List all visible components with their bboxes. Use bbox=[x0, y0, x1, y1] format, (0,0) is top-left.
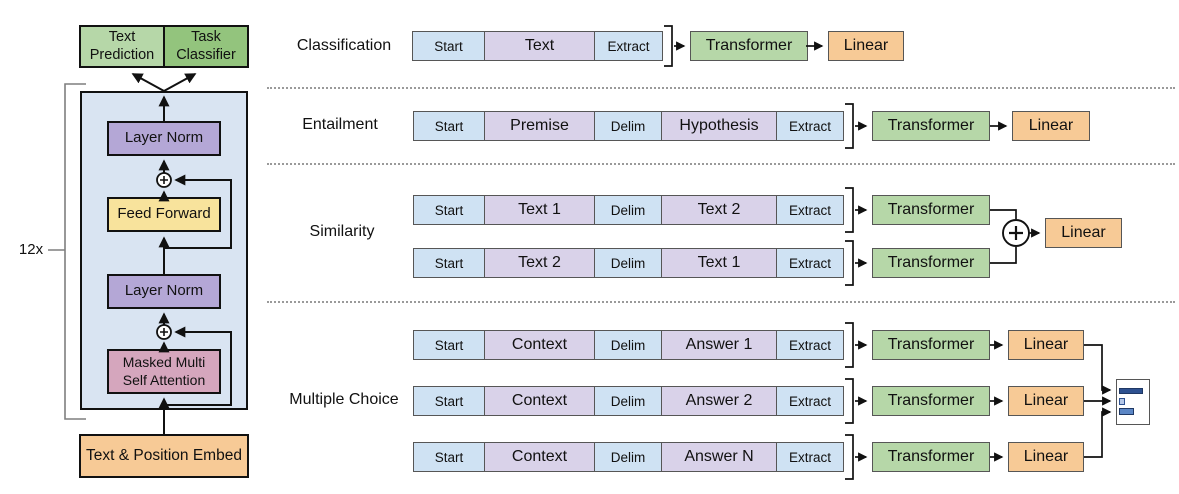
token-cell-start: Start bbox=[414, 387, 484, 415]
repeat-12x-label: 12x bbox=[18, 241, 44, 258]
layer-norm-top-box: Layer Norm bbox=[107, 121, 221, 156]
token-cell-extract: Extract bbox=[776, 112, 843, 140]
token-cell-answerN: Answer N bbox=[661, 443, 776, 471]
probability-output-box bbox=[1116, 379, 1150, 425]
token-cell-start: Start bbox=[414, 249, 484, 277]
token-cell-context: Context bbox=[484, 331, 594, 359]
dotted-divider bbox=[267, 163, 1175, 165]
sum-plus-icon bbox=[1002, 219, 1030, 247]
transformer-box-similarity-1: Transformer bbox=[872, 195, 990, 225]
input-bracket bbox=[845, 240, 854, 286]
token-cell-context: Context bbox=[484, 443, 594, 471]
token-cell-delim: Delim bbox=[594, 387, 661, 415]
token-bar-similarity-2: Start Text 2 Delim Text 1 Extract bbox=[413, 248, 844, 278]
token-cell-start: Start bbox=[414, 443, 484, 471]
text-position-embed-box: Text & Position Embed bbox=[79, 434, 249, 478]
transformer-box-multiple-choice-3: Transformer bbox=[872, 442, 990, 472]
token-cell-extract: Extract bbox=[776, 387, 843, 415]
token-bar-classification: Start Text Extract bbox=[412, 31, 663, 61]
token-cell-start: Start bbox=[414, 112, 484, 140]
transformer-box-multiple-choice-2: Transformer bbox=[872, 386, 990, 416]
transformer-box-classification: Transformer bbox=[690, 31, 808, 61]
token-bar-multiple-choice-1: Start Context Delim Answer 1 Extract bbox=[413, 330, 844, 360]
token-cell-delim: Delim bbox=[594, 249, 661, 277]
input-bracket bbox=[845, 434, 854, 480]
dotted-divider bbox=[267, 87, 1175, 89]
transformer-box-entailment: Transformer bbox=[872, 111, 990, 141]
dotted-divider bbox=[267, 301, 1175, 303]
task-label-entailment: Entailment bbox=[302, 116, 378, 133]
linear-box-multiple-choice-3: Linear bbox=[1008, 442, 1084, 472]
probability-bar-2 bbox=[1119, 398, 1125, 405]
token-cell-start: Start bbox=[414, 196, 484, 224]
token-bar-entailment: Start Premise Delim Hypothesis Extract bbox=[413, 111, 844, 141]
linear-box-similarity: Linear bbox=[1045, 218, 1122, 248]
token-cell-extract: Extract bbox=[594, 32, 662, 60]
linear-box-multiple-choice-1: Linear bbox=[1008, 330, 1084, 360]
token-bar-similarity-1: Start Text 1 Delim Text 2 Extract bbox=[413, 195, 844, 225]
linear-box-classification: Linear bbox=[828, 31, 904, 61]
token-cell-answer1: Answer 1 bbox=[661, 331, 776, 359]
token-cell-premise: Premise bbox=[484, 112, 594, 140]
input-bracket bbox=[845, 187, 854, 233]
transformer-box-multiple-choice-1: Transformer bbox=[872, 330, 990, 360]
linear-box-multiple-choice-2: Linear bbox=[1008, 386, 1084, 416]
masked-multi-self-attention-box: Masked Multi Self Attention bbox=[107, 349, 221, 394]
token-cell-delim: Delim bbox=[594, 196, 661, 224]
token-cell-text2: Text 2 bbox=[484, 249, 594, 277]
task-label-multiple-choice: Multiple Choice bbox=[289, 391, 399, 408]
token-cell-delim: Delim bbox=[594, 112, 661, 140]
layer-norm-bottom-box: Layer Norm bbox=[107, 274, 221, 309]
attention-label-line2: Self Attention bbox=[122, 371, 206, 388]
task-label-classification: Classification bbox=[296, 37, 392, 54]
token-bar-multiple-choice-3: Start Context Delim Answer N Extract bbox=[413, 442, 844, 472]
text-prediction-box: Text Prediction bbox=[81, 27, 165, 66]
token-cell-text1: Text 1 bbox=[484, 196, 594, 224]
input-bracket bbox=[664, 25, 673, 67]
output-heads-box: Text Prediction Task Classifier bbox=[79, 25, 249, 68]
transformer-box-similarity-2: Transformer bbox=[872, 248, 990, 278]
linear-box-entailment: Linear bbox=[1012, 111, 1090, 141]
task-label-similarity: Similarity bbox=[309, 223, 375, 240]
token-cell-extract: Extract bbox=[776, 249, 843, 277]
input-bracket bbox=[845, 322, 854, 368]
token-cell-extract: Extract bbox=[776, 331, 843, 359]
token-bar-multiple-choice-2: Start Context Delim Answer 2 Extract bbox=[413, 386, 844, 416]
probability-bar-1 bbox=[1119, 388, 1143, 394]
token-cell-extract: Extract bbox=[776, 443, 843, 471]
input-bracket bbox=[845, 103, 854, 149]
token-cell-start: Start bbox=[413, 32, 484, 60]
token-cell-delim: Delim bbox=[594, 443, 661, 471]
attention-label-line1: Masked Multi bbox=[122, 354, 206, 370]
token-cell-text2: Text 2 bbox=[661, 196, 776, 224]
token-cell-start: Start bbox=[414, 331, 484, 359]
feed-forward-box: Feed Forward bbox=[107, 197, 221, 232]
task-classifier-box: Task Classifier bbox=[165, 27, 247, 66]
token-cell-extract: Extract bbox=[776, 196, 843, 224]
token-cell-answer2: Answer 2 bbox=[661, 387, 776, 415]
token-cell-delim: Delim bbox=[594, 331, 661, 359]
token-cell-context: Context bbox=[484, 387, 594, 415]
token-cell-hypothesis: Hypothesis bbox=[661, 112, 776, 140]
token-cell-text1: Text 1 bbox=[661, 249, 776, 277]
input-bracket bbox=[845, 378, 854, 424]
token-cell-text: Text bbox=[484, 32, 594, 60]
probability-bar-3 bbox=[1119, 408, 1134, 415]
